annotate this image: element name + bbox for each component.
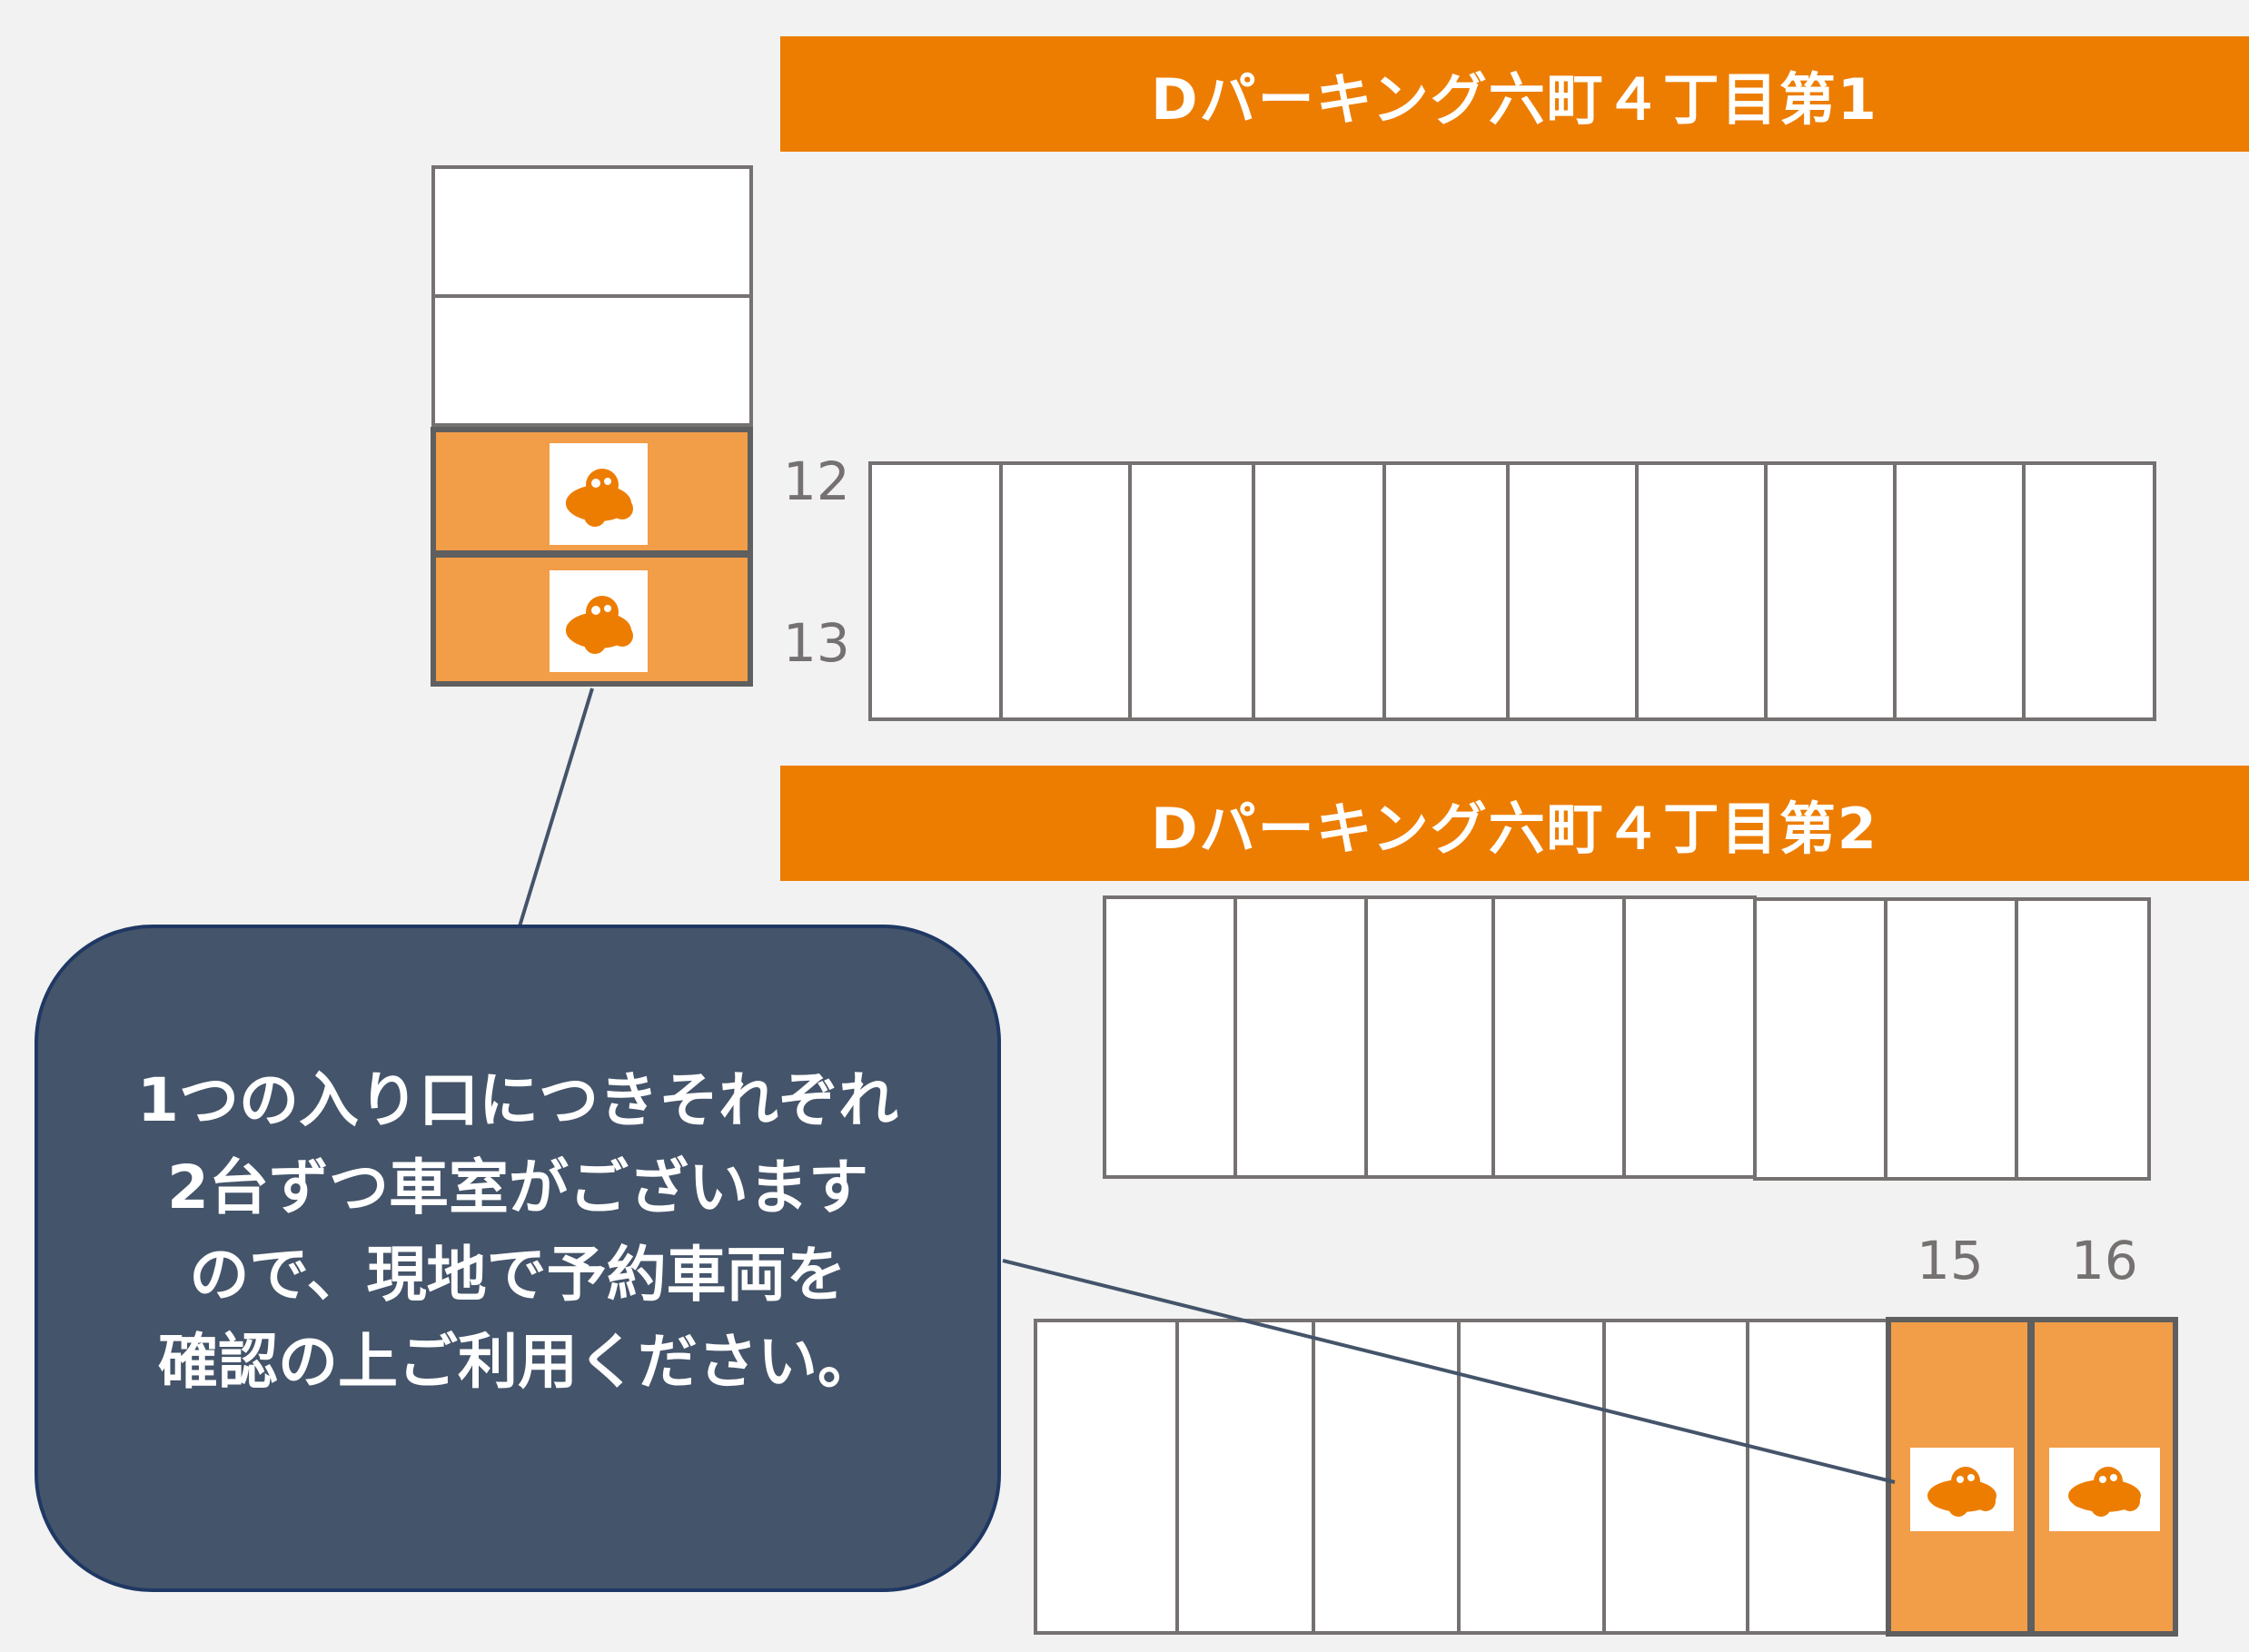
lot2-upper-stall [2015, 897, 2151, 1181]
lot1-title-banner: Dパーキング六町４丁目第1 [780, 36, 2249, 152]
lot1-row-stall [2022, 461, 2156, 721]
lot2-title: Dパーキング六町４丁目第2 [1151, 795, 1878, 862]
lot2-upper-stall [1103, 895, 1237, 1179]
lot2-upper-stall [1753, 897, 1887, 1181]
lot2-reserved-stall-16[interactable] [2029, 1317, 2178, 1637]
callout-text: 1つの入り口につきそれぞれ 2台ずつ車室がございます ので、現地で予約車両を 確… [137, 1064, 898, 1397]
lot1-stack-stall [431, 165, 753, 298]
connector-line-lot2 [1002, 1259, 1896, 1484]
lot1-reserved-stall-13[interactable] [431, 552, 753, 687]
lot1-row-stall [1764, 461, 1897, 721]
lot1-row-stall [1252, 461, 1386, 721]
lot2-upper-stall [1364, 895, 1495, 1179]
stall-number-15: 15 [1917, 1230, 1984, 1291]
stall-number-16: 16 [2071, 1230, 2138, 1291]
stall-number-12: 12 [783, 450, 850, 512]
lot2-reserved-stall-15[interactable] [1886, 1317, 2033, 1637]
mascot-icon [550, 443, 648, 545]
lot1-row-stall [1635, 461, 1768, 721]
lot1-stack-stall [431, 294, 753, 427]
info-callout: 1つの入り口につきそれぞれ 2台ずつ車室がございます ので、現地で予約車両を 確… [35, 925, 1001, 1592]
mascot-icon [1910, 1448, 2014, 1531]
lot2-upper-stall [1491, 895, 1626, 1179]
stall-number-13: 13 [783, 612, 850, 674]
lot2-title-banner: Dパーキング六町４丁目第2 [780, 766, 2249, 881]
lot1-row-stall [1382, 461, 1510, 721]
mascot-icon [550, 570, 648, 672]
lot2-lower-stall [1602, 1319, 1749, 1635]
mascot-icon [2049, 1448, 2160, 1531]
lot2-upper-stall [1622, 895, 1757, 1179]
connector-line-lot1 [518, 688, 594, 927]
lot2-lower-stall [1034, 1319, 1179, 1635]
lot1-title: Dパーキング六町４丁目第1 [1151, 65, 1878, 133]
